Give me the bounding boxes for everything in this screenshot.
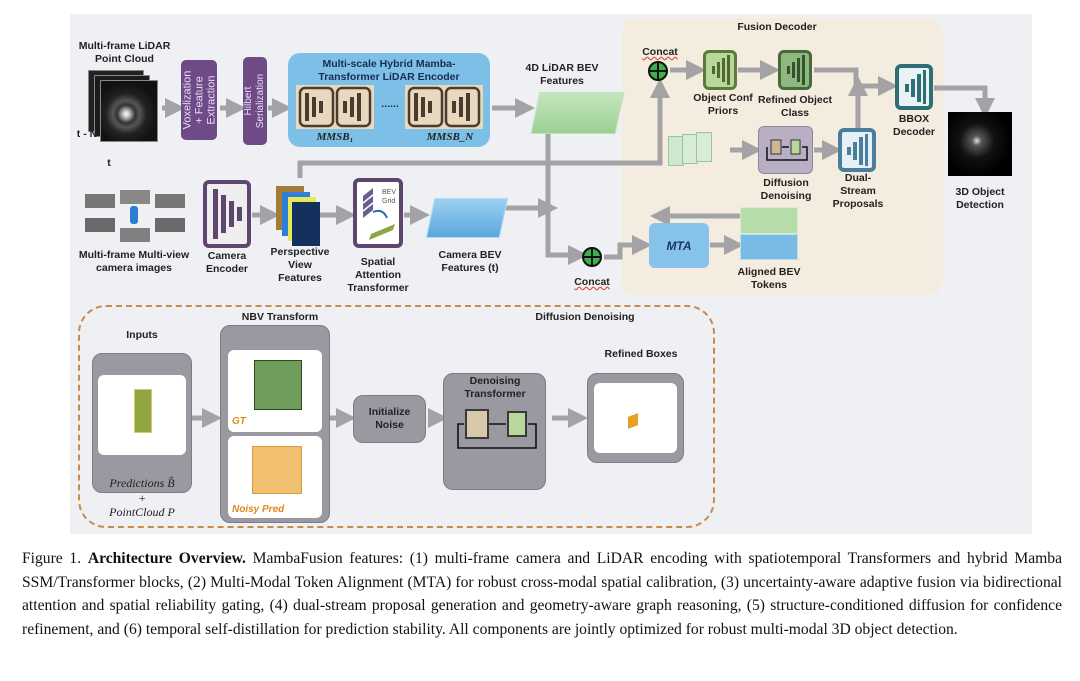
lidar-encoder-label: Multi-scale Hybrid Mamba-Transformer LiD…: [318, 58, 460, 83]
diffusion-denoising-label: Diffusion Denoising: [760, 177, 812, 202]
concat-top-label: Concat: [642, 46, 678, 58]
perspective-feature-map: [292, 202, 320, 246]
refined-class-label: Refined Object Class: [757, 94, 833, 119]
mmsb-n-block: [405, 85, 483, 129]
denoising-transformer-label: Denoising Transformer: [464, 375, 526, 400]
diffusion-denoising-block: [758, 126, 813, 174]
inputs-label: Inputs: [126, 329, 158, 341]
lidar-input-label: Multi-frame LiDAR Point Cloud: [78, 40, 171, 65]
bbox-decoder-label: BBOX Decoder: [892, 113, 935, 138]
connector-arrows: [162, 60, 995, 428]
nbv-transform-label: NBV Transform: [241, 311, 319, 323]
object-conf-priors-block: [703, 50, 737, 90]
concat-bottom-label: Concat: [574, 276, 610, 288]
voxelization-block: Voxelization + Feature Extraction: [181, 60, 217, 140]
figure-caption: Figure 1. Architecture Overview. MambaFu…: [22, 547, 1062, 641]
time-start-label: t - N: [76, 128, 98, 140]
refined-boxes-plot: [594, 383, 677, 453]
camera-encoder-block: [203, 180, 251, 248]
spatial-attention-label: Spatial Attention Transformer: [347, 256, 409, 294]
refined-class-block: [778, 50, 812, 90]
noisy-pred-plot: Noisy Pred: [228, 436, 322, 518]
camera-bev-label: Camera BEV Features (t): [438, 249, 502, 274]
concat-top-icon: [648, 61, 668, 81]
diffusion-panel-title: Diffusion Denoising: [535, 311, 635, 323]
caption-heading: Architecture Overview.: [87, 550, 246, 567]
concat-bottom-icon: [582, 247, 602, 267]
spatial-attention-block: BEV Grid: [353, 178, 403, 248]
dual-stream-label: Dual-Stream Proposals: [832, 172, 884, 210]
aligned-tokens-lidar: [740, 207, 798, 234]
refined-boxes-label: Refined Boxes: [604, 348, 678, 360]
gt-label: GT: [232, 416, 246, 427]
ellipsis: ......: [381, 98, 399, 110]
initialize-noise-block: Initialize Noise: [353, 395, 426, 443]
gt-plot: GT: [228, 350, 322, 432]
hilbert-serialization-block: Hilbert Serialization: [243, 57, 267, 145]
inputs-plot: [98, 375, 186, 455]
caption-label: Figure 1.: [22, 550, 82, 567]
mmsb-1-block: [296, 85, 374, 129]
detection-label: 3D Object Detection: [955, 186, 1005, 211]
noisy-pred-label: Noisy Pred: [232, 504, 285, 515]
dual-stream-block: [838, 128, 876, 172]
camera-images: [85, 190, 185, 242]
caption-text: MambaFusion features: (1) multi-frame ca…: [22, 550, 1062, 638]
pointcloud-label: PointCloud P: [109, 505, 175, 519]
denoising-transformer-box: [443, 373, 546, 490]
object-conf-priors-label: Object Conf Priors: [693, 92, 753, 117]
camera-encoder-label: Camera Encoder: [205, 250, 248, 275]
camera-bev-features-cube: [425, 198, 509, 238]
mmsb-n-label: MMSB_N: [426, 131, 474, 143]
camera-input-label: Multi-frame Multi-view camera images: [78, 249, 190, 274]
predictions-label: Predictions B̂: [109, 476, 175, 490]
perspective-features-label: Perspective View Features: [270, 246, 330, 284]
lidar-bev-label: 4D LiDAR BEV Features: [525, 62, 599, 87]
bev-grid-label: BEV Grid: [382, 189, 397, 205]
fusion-decoder-title: Fusion Decoder: [737, 21, 817, 33]
lidar-bev-features-cube: [530, 92, 625, 134]
aligned-tokens-camera: [740, 234, 798, 260]
diffusion-feature-stack: [668, 132, 728, 170]
mmsb-1-label: MMSB₁: [316, 131, 354, 143]
lidar-point-cloud-image: [100, 80, 158, 142]
plus-label: +: [137, 491, 147, 505]
detection-output-image: [948, 112, 1012, 176]
time-end-label: t: [107, 157, 111, 169]
architecture-figure: Multi-frame LiDAR Point Cloud t - N t Vo…: [70, 14, 1032, 534]
bbox-decoder-block: [895, 64, 933, 110]
diffusion-denoising-panel: [78, 305, 715, 528]
mta-block: MTA: [649, 223, 709, 268]
aligned-tokens-label: Aligned BEV Tokens: [737, 266, 801, 291]
